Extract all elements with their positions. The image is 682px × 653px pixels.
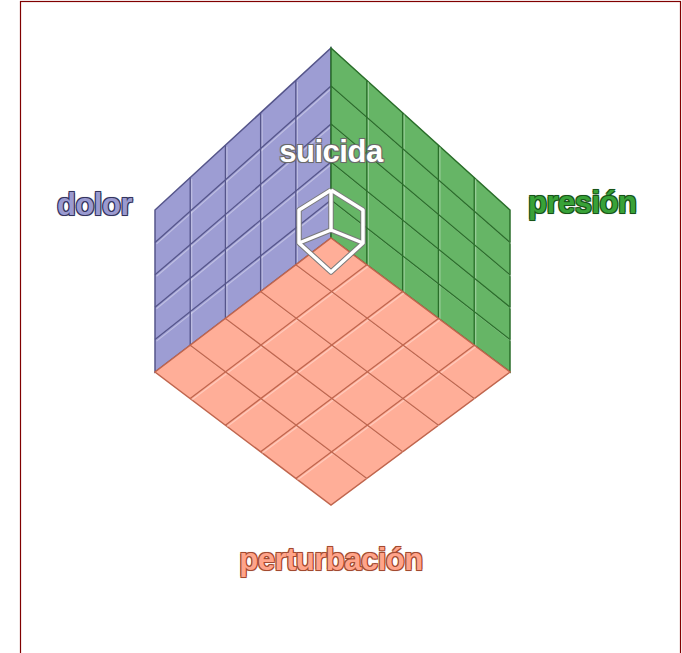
cube-edge-shadow xyxy=(299,230,363,243)
tile-line xyxy=(296,345,474,478)
cube-edge xyxy=(299,230,363,243)
cube-edge-shadow xyxy=(299,190,363,272)
cube-edge xyxy=(299,190,363,272)
face-label: presión xyxy=(528,185,636,221)
tile-highlight xyxy=(368,82,369,266)
tile-line xyxy=(402,113,403,292)
tile-highlight xyxy=(262,114,263,293)
tile-highlight xyxy=(226,147,227,320)
tile-line xyxy=(225,145,226,318)
tile-line xyxy=(225,292,402,426)
tile-highlight xyxy=(262,320,440,453)
tile-highlight xyxy=(227,293,404,427)
tile-line xyxy=(438,145,439,318)
face-label: suicida xyxy=(279,134,382,170)
face-label: dolor xyxy=(57,187,132,223)
suicide-cube: suicida xyxy=(275,130,387,276)
face-area xyxy=(155,238,510,505)
tile-highlight xyxy=(192,266,369,400)
cube-edge-shadow xyxy=(328,190,334,230)
disturbance-face: perturbación xyxy=(151,234,514,582)
face-label: perturbación xyxy=(239,542,422,578)
tile-line xyxy=(260,113,261,292)
tile-highlight xyxy=(439,147,440,320)
cube-edge xyxy=(329,190,333,230)
tile-highlight xyxy=(191,179,192,347)
tile-highlight xyxy=(297,347,475,480)
tile-line xyxy=(190,265,367,399)
tile-line xyxy=(261,318,439,451)
tile-line xyxy=(474,178,475,346)
tile-line xyxy=(225,318,402,451)
tile-line xyxy=(366,80,367,264)
cube-face-shape xyxy=(151,234,514,582)
tile-line xyxy=(296,265,474,399)
tile-highlight xyxy=(475,179,476,347)
tile-line xyxy=(190,178,191,346)
tile-line xyxy=(261,292,439,426)
frame-border xyxy=(21,2,681,653)
tile-line xyxy=(190,345,367,478)
tile-highlight xyxy=(404,114,405,293)
